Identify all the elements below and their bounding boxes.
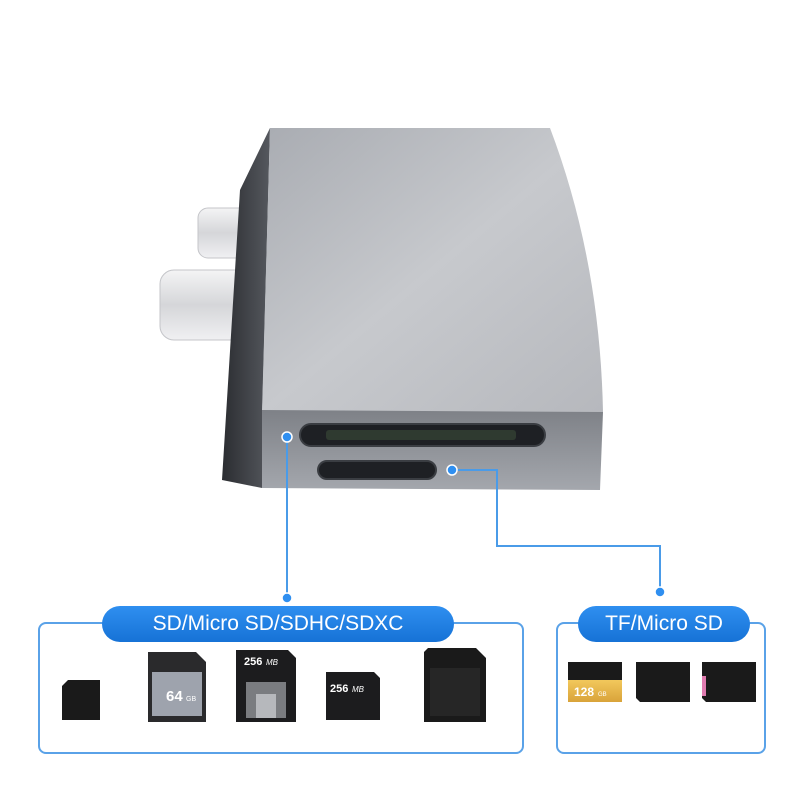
sd-panel-dot — [281, 592, 293, 604]
mmc-tall-capacity: 256 — [244, 656, 262, 668]
tf-connector-line — [452, 469, 661, 590]
tf-group-label: TF/Micro SD — [578, 606, 750, 642]
mini-sd-card — [62, 680, 100, 720]
connector-dots — [281, 431, 666, 604]
mmc-tall-unit: MB — [266, 658, 279, 667]
hub-left-side — [222, 128, 270, 488]
connector-lines — [286, 437, 661, 596]
tf-panel-dot — [654, 586, 666, 598]
mmc-card-256mb-small: 256 MB — [326, 672, 380, 720]
sd-group-label: SD/Micro SD/SDHC/SDXC — [102, 606, 454, 642]
sd-card-64gb: 64 GB — [148, 652, 206, 722]
micro-sd-slot — [317, 460, 437, 480]
micro-pink-body — [702, 662, 756, 702]
sd-slot-dot — [281, 431, 293, 443]
sd-64-label-area — [152, 672, 202, 716]
tf-slot-dot — [446, 464, 458, 476]
mmc-small-capacity: 256 — [330, 683, 348, 695]
usb-hub-device — [222, 128, 603, 490]
mmc-small-unit: MB — [352, 685, 365, 694]
micro-sd-black — [636, 662, 690, 702]
sd-black-label-area — [430, 668, 480, 716]
sd-64-capacity: 64 — [166, 688, 183, 705]
micro-128-gold-band — [568, 680, 622, 702]
mmc-tall-tab — [256, 694, 276, 718]
sd-card-slot-inner — [326, 430, 516, 440]
sd-card-black — [424, 648, 486, 722]
sd-64-unit: GB — [186, 696, 196, 703]
micro-128-capacity: 128 — [574, 685, 594, 699]
micro-sd-128gb: 128 GB — [568, 662, 622, 702]
micro-sd-black-pink — [702, 662, 756, 702]
mmc-card-256mb-tall: 256 MB — [236, 650, 296, 722]
mini-sd-card-body — [62, 680, 100, 720]
hub-top-surface — [262, 128, 603, 412]
mmc-small-body — [326, 672, 380, 720]
micro-black-body — [636, 662, 690, 702]
micro-pink-edge — [702, 676, 706, 696]
micro-128-unit: GB — [598, 692, 607, 698]
